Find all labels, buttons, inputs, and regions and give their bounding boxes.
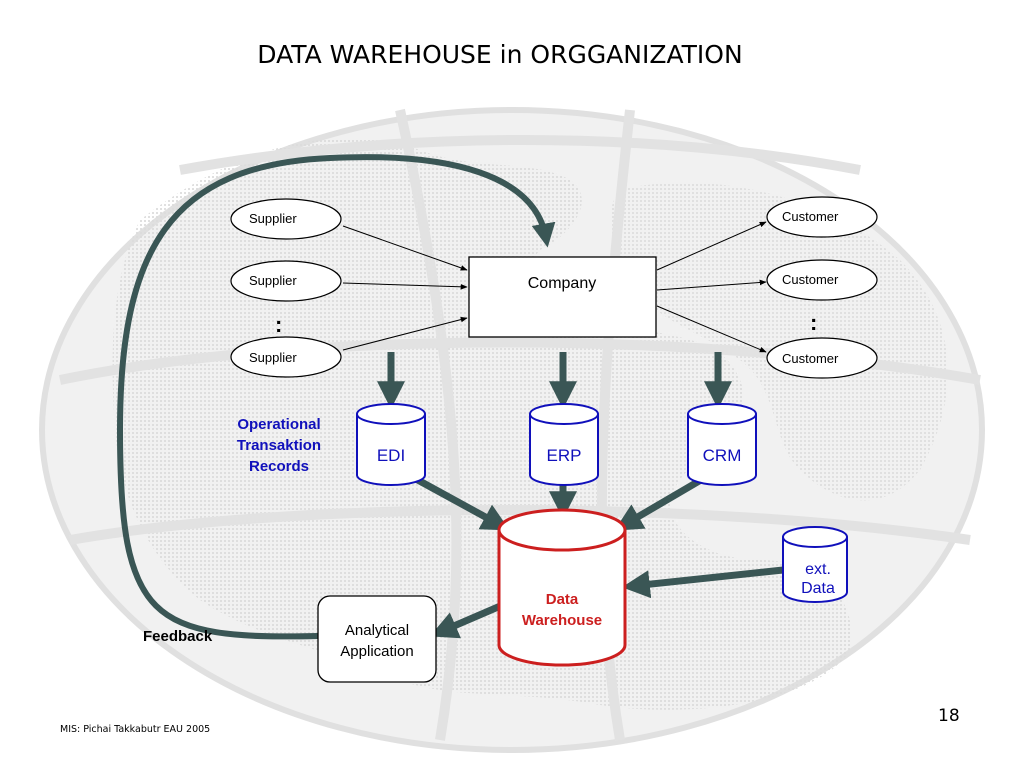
supplier-label: Supplier	[249, 273, 297, 288]
feedback-label: Feedback	[143, 628, 213, 645]
company-label: Company	[528, 275, 596, 292]
arrow-crm-to-warehouse	[614, 473, 708, 531]
customer-node-3: Customer	[766, 337, 878, 379]
supplier-ellipsis: :	[275, 312, 282, 337]
arrow-supplier-2	[342, 282, 468, 290]
customer-arrows	[656, 221, 767, 353]
operational-label-line1: Operational	[237, 416, 320, 433]
supplier-arrows	[342, 225, 468, 351]
analytical-label-line2: Application	[340, 643, 413, 660]
arrow-supplier-1	[342, 225, 468, 271]
supplier-label: Supplier	[249, 211, 297, 226]
warehouse-label-line2: Warehouse	[522, 612, 602, 629]
supplier-node-3: Supplier	[230, 336, 342, 378]
crm-label: CRM	[703, 446, 742, 465]
ext-data-label-line2: Data	[801, 580, 835, 597]
arrow-customer-2	[656, 279, 767, 291]
data-warehouse-database: Data Warehouse	[497, 508, 627, 667]
arrow-edi-to-warehouse	[403, 469, 510, 531]
supplier-node-1: Supplier	[230, 198, 342, 240]
edi-label: EDI	[377, 446, 405, 465]
customer-ellipsis: :	[810, 310, 817, 335]
analytical-label-line1: Analytical	[345, 622, 409, 639]
slide-title: DATA WAREHOUSE in ORGGANIZATION	[257, 40, 743, 69]
warehouse-label-line1: Data	[546, 591, 579, 608]
customer-node-2: Customer	[766, 259, 878, 301]
customer-node-1: Customer	[766, 196, 878, 238]
arrow-extdata-to-warehouse	[621, 566, 784, 599]
supplier-node-2: Supplier	[230, 260, 342, 302]
arrow-warehouse-to-analytical	[429, 600, 507, 639]
arrow-supplier-3	[342, 316, 468, 351]
customer-label: Customer	[782, 272, 839, 287]
customer-label: Customer	[782, 351, 839, 366]
edi-database: EDI	[356, 403, 426, 486]
feedback-loop	[116, 154, 556, 640]
erp-database: ERP	[529, 403, 599, 486]
company-box: Company	[468, 256, 657, 338]
arrow-customer-3	[656, 305, 767, 353]
page-number: 18	[938, 706, 960, 726]
slide-footer: MIS: Pichai Takkabutr EAU 2005	[60, 724, 211, 735]
crm-database: CRM	[687, 403, 757, 486]
arrow-customer-1	[656, 221, 767, 271]
supplier-label: Supplier	[249, 350, 297, 365]
operational-records-label: Operational Transaktion Records	[237, 416, 321, 475]
ext-data-label-line1: ext.	[805, 561, 831, 578]
customer-label: Customer	[782, 209, 839, 224]
operational-label-line3: Records	[249, 458, 309, 475]
ext-data-database: ext. Data	[782, 526, 848, 603]
erp-label: ERP	[547, 446, 582, 465]
operational-label-line2: Transaktion	[237, 437, 321, 454]
analytical-application-box: Analytical Application	[317, 595, 437, 683]
